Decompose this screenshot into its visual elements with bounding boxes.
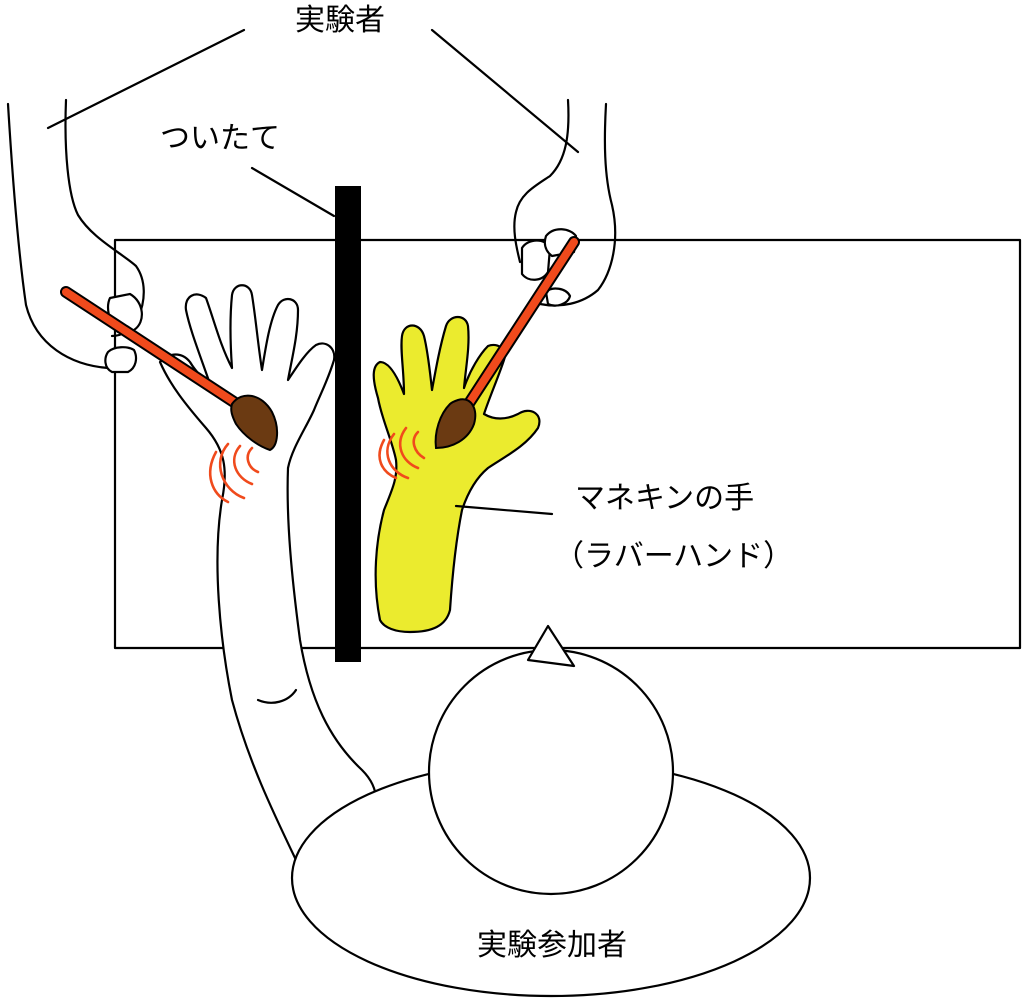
participant-real-hand: [158, 284, 378, 862]
leader-partition: [250, 166, 336, 218]
touch-waves-rubber-hand: [378, 426, 426, 480]
partition-label: ついたて: [160, 121, 280, 156]
left-brush: [60, 286, 278, 452]
participant-head: [427, 648, 675, 896]
participant-nose: [526, 624, 576, 668]
participant-label: 実験参加者: [477, 928, 627, 963]
leader-experimenter-left: [46, 28, 246, 130]
touch-waves-real-hand: [208, 442, 260, 504]
rubber-hand-label: （ラバーハンド）: [554, 539, 793, 574]
leader-experimenter-right: [430, 28, 580, 154]
mannequin-hand-label: マネキンの手: [575, 481, 754, 516]
experimenter-right-hand: [513, 98, 617, 307]
leader-rubber-hand: [454, 504, 554, 516]
experimenter-label: 実験者: [295, 3, 385, 38]
partition-board: [335, 186, 361, 662]
rubber-hand: [372, 315, 541, 634]
right-brush: [434, 236, 580, 450]
